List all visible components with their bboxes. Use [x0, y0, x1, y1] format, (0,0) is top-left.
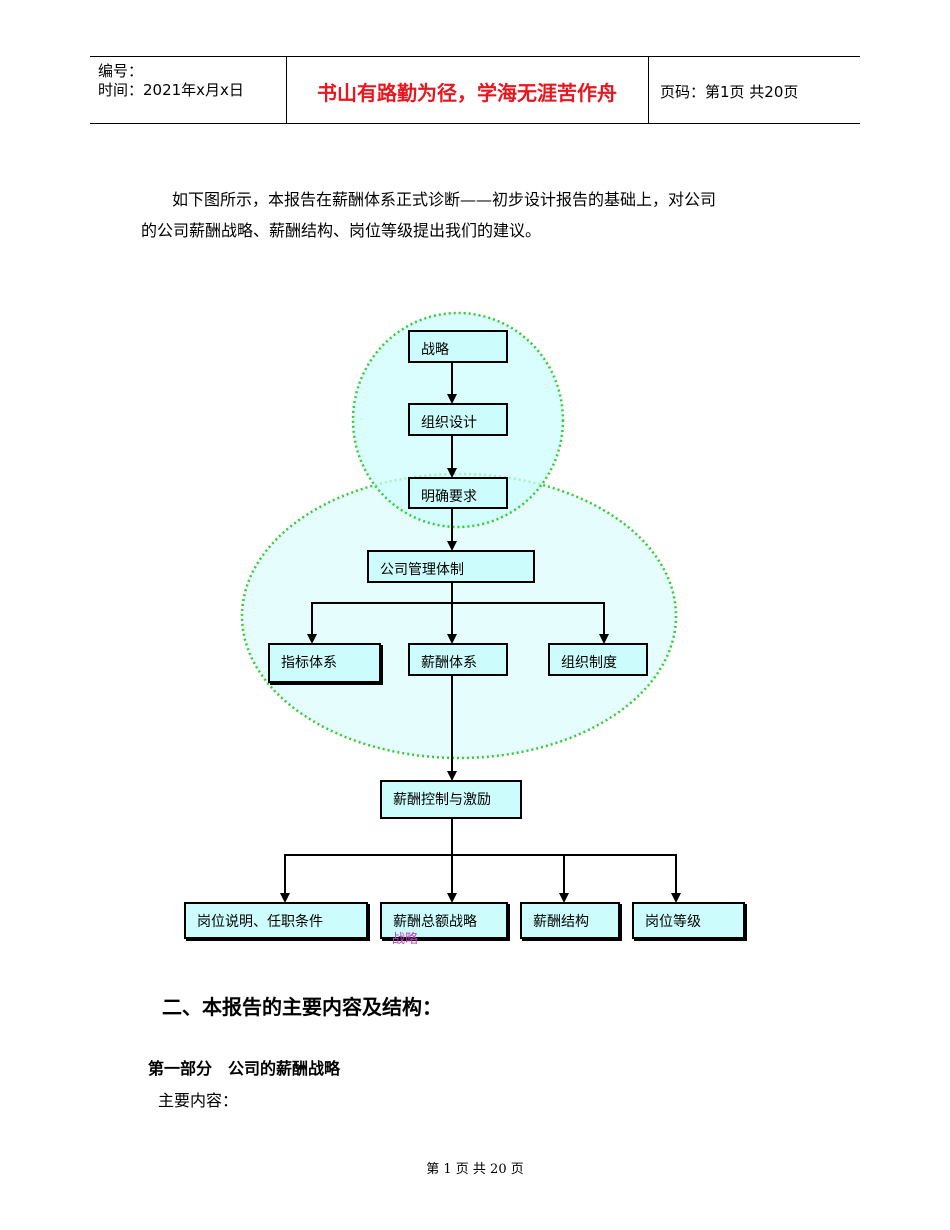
- node-total-pay-strategy: 薪酬总额战略: [380, 902, 508, 939]
- management-scope-ellipse: [240, 472, 678, 760]
- document-number-label: 编号：: [98, 62, 144, 80]
- main-content-label: 主要内容：: [158, 1091, 239, 1110]
- node-pay-control: 薪酬控制与激励: [380, 780, 522, 819]
- header-motto: 书山有路勤为径，学海无涯苦作舟: [317, 81, 617, 105]
- intro-line-2: 的公司薪酬战略、薪酬结构、岗位等级提出我们的建议。: [141, 221, 542, 240]
- document-time-label: 时间：2021年x月x日: [98, 81, 244, 99]
- node-requirements: 明确要求: [408, 477, 508, 509]
- node-org-design: 组织设计: [408, 403, 508, 436]
- intro-line-1: 如下图所示，本报告在薪酬体系正式诊断——初步设计报告的基础上，对公司: [172, 190, 717, 209]
- node-indicator-system: 指标体系: [268, 643, 381, 683]
- header-middle-cell: 书山有路勤为径，学海无涯苦作舟: [286, 57, 649, 123]
- part-one-heading: 第一部分 公司的薪酬战略: [148, 1059, 341, 1078]
- node-pay-system: 薪酬体系: [408, 643, 508, 676]
- section-heading: 二、本报告的主要内容及结构：: [162, 995, 442, 1019]
- node-management-system: 公司管理体制: [367, 550, 535, 583]
- overlay-strategy-text: 战略: [392, 932, 419, 947]
- header-right-cell: 页码：第1页 共20页: [650, 57, 860, 123]
- node-strategy: 战略: [408, 330, 508, 363]
- node-org-rules: 组织制度: [548, 643, 648, 676]
- page-number-label: 页码：第1页 共20页: [660, 83, 799, 101]
- header-left-cell: 编号： 时间：2021年x月x日: [90, 57, 287, 123]
- node-job-description: 岗位说明、任职条件: [184, 902, 368, 939]
- node-job-grade: 岗位等级: [632, 902, 745, 939]
- page-footer: 第 1 页 共 20 页: [426, 1162, 524, 1177]
- page-header: 编号： 时间：2021年x月x日 书山有路勤为径，学海无涯苦作舟 页码：第1页 …: [90, 56, 860, 124]
- connector-pay-control-branches: [284, 854, 677, 901]
- node-pay-structure: 薪酬结构: [520, 902, 620, 939]
